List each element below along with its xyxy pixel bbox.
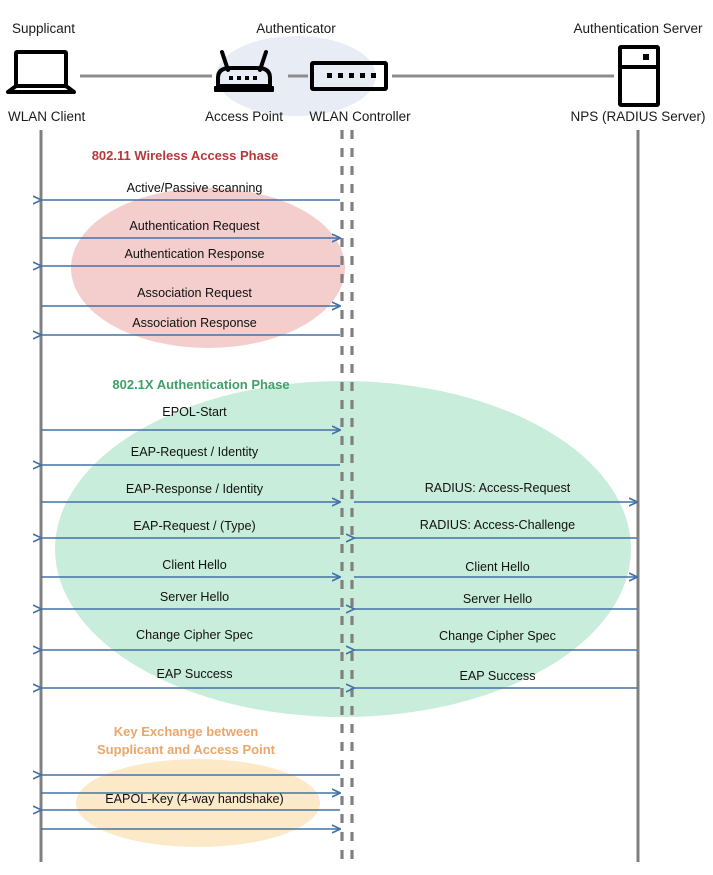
message-label-left-4: Association Response [132, 316, 257, 330]
actor-device-access-point: Access Point [205, 109, 283, 124]
message-label-right-2: Client Hello [465, 560, 529, 574]
message-label-left-12: EAP Success [156, 667, 232, 681]
actor-role-supplicant: Supplicant [12, 21, 75, 36]
server-icon [618, 45, 660, 107]
message-label-left-9: Client Hello [162, 558, 226, 572]
actor-device-wlan-controller: WLAN Controller [309, 109, 411, 124]
message-label-left-11: Change Cipher Spec [136, 628, 253, 642]
message-label-right-4: Change Cipher Spec [439, 629, 556, 643]
phase-label-key-exchange-line2: Supplicant and Access Point [97, 742, 276, 757]
phase-key-exchange-ellipse [76, 759, 320, 847]
switch-icon [310, 61, 388, 91]
phase-label-80211: 802.11 Wireless Access Phase [92, 148, 279, 163]
laptop-icon [6, 50, 76, 94]
message-label-left-15: EAPOL-Key (4-way handshake) [105, 792, 284, 806]
message-label-right-3: Server Hello [463, 592, 532, 606]
message-arrows-left [41, 200, 340, 829]
phase-label-8021x: 802.1X Authentication Phase [112, 377, 289, 392]
message-label-left-10: Server Hello [160, 590, 229, 604]
message-label-right-0: RADIUS: Access-Request [425, 481, 571, 495]
message-label-left-7: EAP-Response / Identity [126, 482, 264, 496]
message-label-left-3: Association Request [137, 286, 252, 300]
message-label-left-2: Authentication Response [124, 247, 264, 261]
message-label-left-6: EAP-Request / Identity [131, 445, 259, 459]
wireless-router-icon [214, 50, 274, 92]
actor-role-authenticator: Authenticator [256, 21, 336, 36]
message-label-left-5: EPOL-Start [162, 405, 227, 419]
message-arrows-right [354, 502, 637, 688]
actor-role-auth-server: Authentication Server [573, 21, 703, 36]
message-label-right-1: RADIUS: Access-Challenge [420, 518, 575, 532]
lifelines [39, 130, 640, 862]
message-label-right-5: EAP Success [459, 669, 535, 683]
phase-label-key-exchange-line1: Key Exchange between [114, 724, 259, 739]
message-label-left-1: Authentication Request [129, 219, 260, 233]
message-label-left-0: Active/Passive scanning [127, 181, 263, 195]
phase-80211-ellipse [71, 188, 345, 348]
actor-device-nps: NPS (RADIUS Server) [570, 109, 705, 124]
actor-device-wlan-client: WLAN Client [8, 109, 86, 124]
actor-headings: Supplicant Authenticator Authentication … [8, 21, 706, 124]
message-label-left-8: EAP-Request / (Type) [133, 519, 256, 533]
phase-labels: 802.11 Wireless Access Phase 802.1X Auth… [92, 148, 290, 757]
